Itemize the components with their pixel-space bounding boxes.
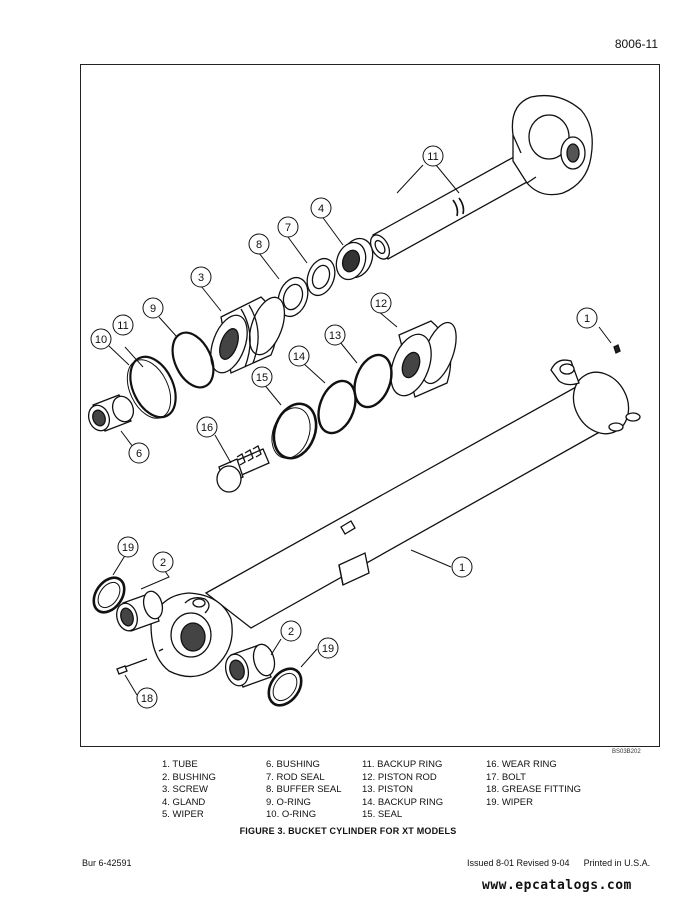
- legend-column: 11. BACKUP RING 12. PISTON ROD 13. PISTO…: [362, 759, 443, 822]
- exploded-view-figure: 11 4 7 8 3 9 11 10 6 12 13 14 15 16 1 1 …: [80, 64, 660, 747]
- callout-label: 18: [141, 693, 153, 705]
- page-number: 8006-11: [614, 37, 658, 51]
- legend-item: 4. GLAND: [162, 796, 206, 808]
- callout-label: 4: [318, 203, 324, 215]
- callout-label: 3: [198, 272, 204, 284]
- legend-item: 12. PISTON ROD: [362, 771, 437, 783]
- grease-fitting-part: [116, 658, 148, 675]
- wiper-19-part: [92, 576, 126, 614]
- callout-bubbles: 11 4 7 8 3 9 11 10 6 12 13 14 15 16 1 1 …: [90, 145, 598, 709]
- piston-rod-part: [369, 94, 593, 260]
- callout-17: 16: [196, 416, 218, 438]
- callout-label: 13: [329, 330, 341, 342]
- legend-item: 3. SCREW: [162, 784, 208, 796]
- wear-ring-part: [271, 402, 318, 460]
- gland-part: [210, 296, 286, 374]
- backup-ring-part: [126, 355, 177, 419]
- legend-item: 14. BACKUP RING: [362, 796, 444, 808]
- legend-item: 2. BUSHING: [162, 771, 216, 783]
- bushing-2b-part: [224, 643, 276, 688]
- callout-label: 10: [95, 334, 107, 346]
- callout-10: 10: [90, 328, 112, 350]
- callout-7: 7: [277, 216, 299, 238]
- legend-column: 6. BUSHING 7. ROD SEAL 8. BUFFER SEAL 9.…: [266, 759, 342, 822]
- callout-label: 11: [117, 320, 128, 332]
- bushing-part: [87, 394, 135, 432]
- callout-11: 11: [112, 314, 134, 336]
- callout-6: 6: [128, 442, 150, 464]
- wiper-19b-part: [267, 667, 303, 707]
- legend-item: 8. BUFFER SEAL: [266, 784, 342, 796]
- footer-info: Issued 8-01 Revised 9-04 Printed in U.S.A…: [467, 858, 650, 868]
- legend-column: 1. TUBE 2. BUSHING 3. SCREW 4. GLAND 5. …: [162, 759, 216, 822]
- callout-label: 1: [459, 562, 465, 574]
- callout-9: 9: [142, 297, 164, 319]
- rod-seal-part: [306, 257, 336, 297]
- callout-label: 19: [122, 542, 134, 554]
- callout-label: 6: [136, 448, 142, 460]
- piston-part: [390, 320, 457, 398]
- legend-item: 19. WIPER: [486, 796, 533, 808]
- legend-item: 9. O-RING: [266, 796, 311, 808]
- callout-8: 8: [248, 233, 270, 255]
- callout-label: 1: [584, 313, 590, 325]
- legend-item: 1. TUBE: [162, 759, 198, 770]
- watermark: www.epcatalogs.com: [482, 878, 632, 893]
- bushing-2-part: [116, 590, 164, 632]
- backup-ring-14-part: [353, 353, 393, 409]
- bucket-cylinder-drawing: 11 4 7 8 3 9 11 10 6 12 13 14 15 16 1 1 …: [87, 94, 641, 709]
- figure-caption: FIGURE 3. BUCKET CYLINDER FOR XT MODELS: [239, 826, 457, 836]
- tube-part: [150, 359, 641, 678]
- wiper-part: [335, 237, 374, 281]
- callout-label: 2: [160, 557, 166, 569]
- screw-part: [613, 344, 621, 354]
- printed-note: Printed in U.S.A.: [583, 858, 651, 868]
- callout-label: 2: [288, 626, 294, 638]
- legend-column: 16. WEAR RING 17. BOLT 18. GREASE FITTIN…: [486, 759, 581, 809]
- callout-12: 11: [422, 145, 444, 167]
- legend-item: 5. WIPER: [162, 809, 204, 821]
- legend-item: 17. BOLT: [486, 771, 526, 783]
- callout-label: 8: [256, 239, 262, 251]
- legend-item: 16. WEAR RING: [486, 759, 557, 770]
- legend-item: 7. ROD SEAL: [266, 771, 325, 783]
- callout-19b: 19: [317, 637, 339, 659]
- callout-14: 13: [324, 324, 346, 346]
- callout-1: 1: [451, 556, 473, 578]
- drawing-code: BS03B202: [612, 749, 641, 755]
- legend-item: 10. O-RING: [266, 809, 317, 821]
- seal-part: [317, 379, 357, 435]
- callout-2a: 2: [152, 551, 174, 573]
- callout-label: 11: [427, 151, 438, 163]
- doc-number: Bur 6-42591: [82, 858, 132, 868]
- o-ring-part: [171, 331, 215, 389]
- legend-item: 18. GREASE FITTING: [486, 784, 582, 796]
- legend-item: 13. PISTON: [362, 784, 414, 796]
- callout-4: 3: [190, 266, 212, 288]
- callout-label: 19: [322, 643, 334, 655]
- callout-5: 4: [310, 197, 332, 219]
- callout-18: 18: [136, 687, 158, 709]
- callout-label: 9: [150, 303, 156, 315]
- callout-label: 7: [285, 222, 291, 234]
- issued-date: Issued 8-01 Revised 9-04: [467, 858, 570, 868]
- bolt-part: [216, 445, 270, 493]
- callout-3: 1: [576, 307, 598, 329]
- callout-15: 14: [288, 345, 310, 367]
- legend-item: 15. SEAL: [362, 809, 403, 821]
- callout-19a: 19: [117, 536, 139, 558]
- callout-label: 14: [293, 351, 305, 363]
- callout-label: 16: [201, 422, 213, 434]
- callout-2b: 2: [280, 620, 302, 642]
- callout-13: 12: [370, 292, 392, 314]
- callout-label: 12: [375, 298, 387, 310]
- legend-item: 6. BUSHING: [266, 759, 320, 770]
- buffer-seal-part: [277, 276, 309, 318]
- callout-label: 15: [256, 372, 268, 384]
- legend-item: 11. BACKUP RING: [362, 759, 443, 770]
- callout-16: 15: [251, 366, 273, 388]
